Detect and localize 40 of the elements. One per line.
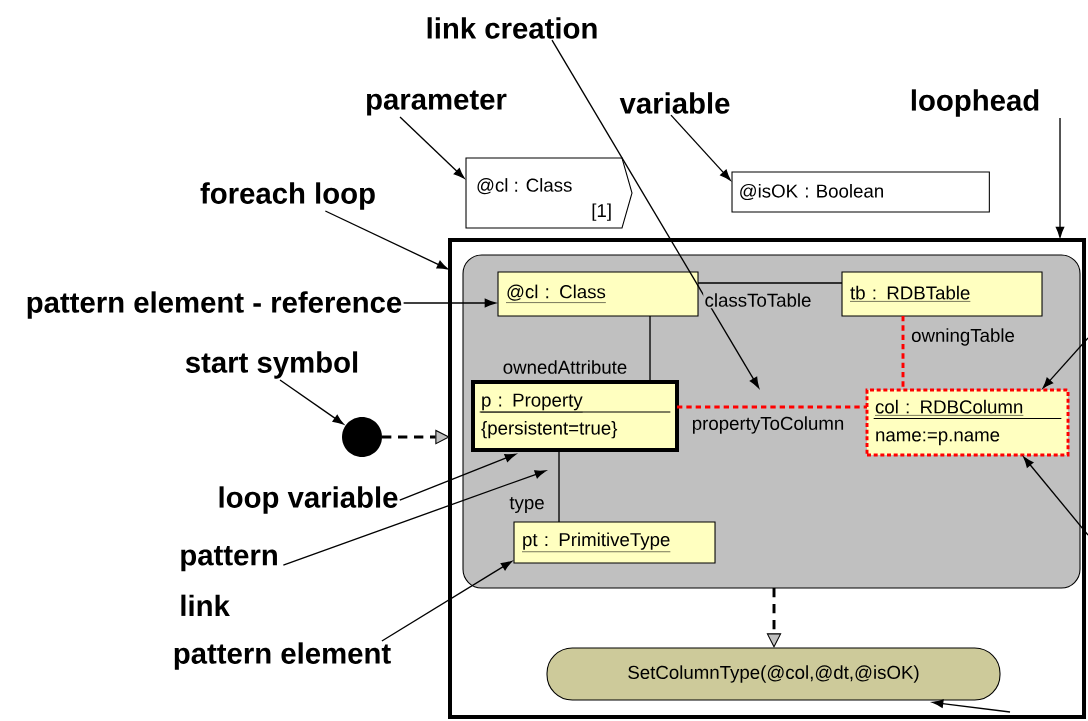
object-box: pt : PrimitiveType xyxy=(513,521,716,564)
annotation-label: parameter xyxy=(367,90,507,116)
leader-line xyxy=(1042,337,1088,389)
annotation-label: variable xyxy=(619,92,730,114)
object-box: p : Property {persistent=true} xyxy=(471,380,679,452)
leader-line xyxy=(1055,117,1065,238)
annotation-label: start symbol xyxy=(185,351,358,379)
leader-line xyxy=(399,453,516,501)
leader-line xyxy=(551,39,760,389)
annotation-label: link creation xyxy=(427,17,597,39)
annotation-label: pattern element xyxy=(174,642,391,670)
annotation-label: loophead xyxy=(911,89,1039,117)
edge-label: propertyToColumn xyxy=(690,414,846,436)
leader-line xyxy=(399,116,465,179)
leader-line xyxy=(670,114,731,181)
object-box: @cl : Class xyxy=(497,271,699,317)
annotation-label: pattern element - reference xyxy=(27,291,402,319)
annotation-label: foreach loop xyxy=(200,182,375,210)
loop-frame xyxy=(448,238,1086,719)
start-dot xyxy=(342,417,382,457)
leader-line xyxy=(282,470,546,566)
leader-line xyxy=(1023,456,1088,536)
object-box: tb : RDBTable xyxy=(841,271,1043,317)
link-line xyxy=(558,449,560,523)
object-box: col : RDBColumn name:=p.name xyxy=(865,388,1070,457)
leader-line xyxy=(381,560,513,642)
parameter-box: @cl : Class [1] xyxy=(465,157,633,229)
variable-box: @isOK : Boolean xyxy=(731,171,990,213)
leader-line xyxy=(279,379,344,425)
link-line xyxy=(697,282,843,284)
flow-arrow xyxy=(766,588,782,648)
action-box: SetColumnType(@col,@dt,@isOK) xyxy=(546,647,1001,701)
link-line xyxy=(901,316,905,390)
link-line xyxy=(649,315,651,383)
link-line xyxy=(677,405,867,409)
annotation-label: loop variable xyxy=(219,486,398,514)
leader-line xyxy=(932,699,1011,713)
flow-arrow xyxy=(382,429,450,445)
leader-line xyxy=(324,210,448,270)
leader-line xyxy=(402,298,496,308)
